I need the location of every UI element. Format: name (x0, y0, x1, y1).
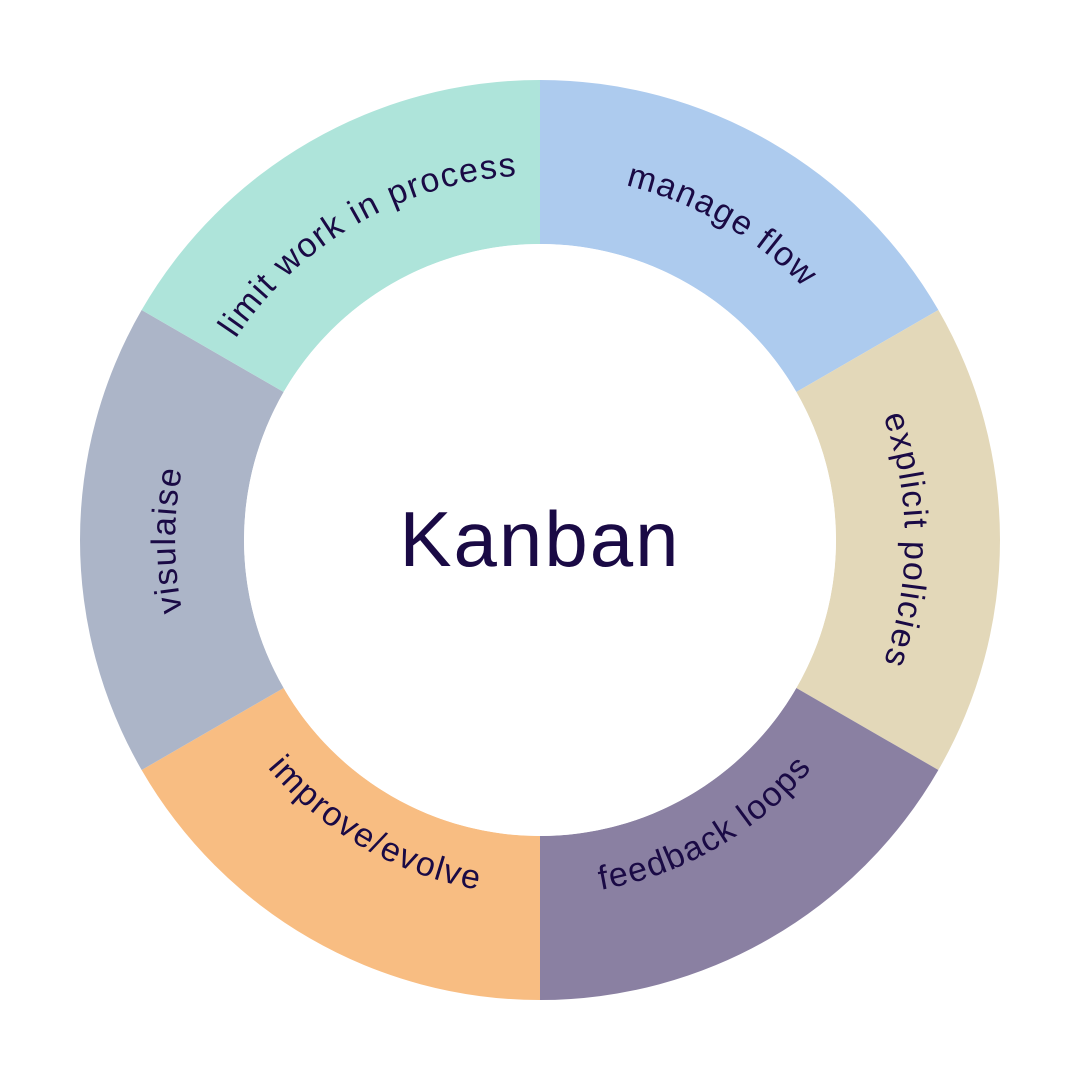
ring-segment-3 (540, 688, 939, 1000)
ring-segment-5 (80, 310, 284, 770)
center-disc (244, 244, 836, 836)
ring-segment-2 (796, 310, 1000, 770)
ring-segment-1 (540, 80, 939, 392)
ring-segment-6 (141, 80, 540, 392)
ring-segments (80, 80, 1000, 1000)
segment-label-5: visulaise (145, 463, 190, 616)
ring-segment-4 (141, 688, 540, 1000)
center-title: Kanban (400, 495, 681, 583)
